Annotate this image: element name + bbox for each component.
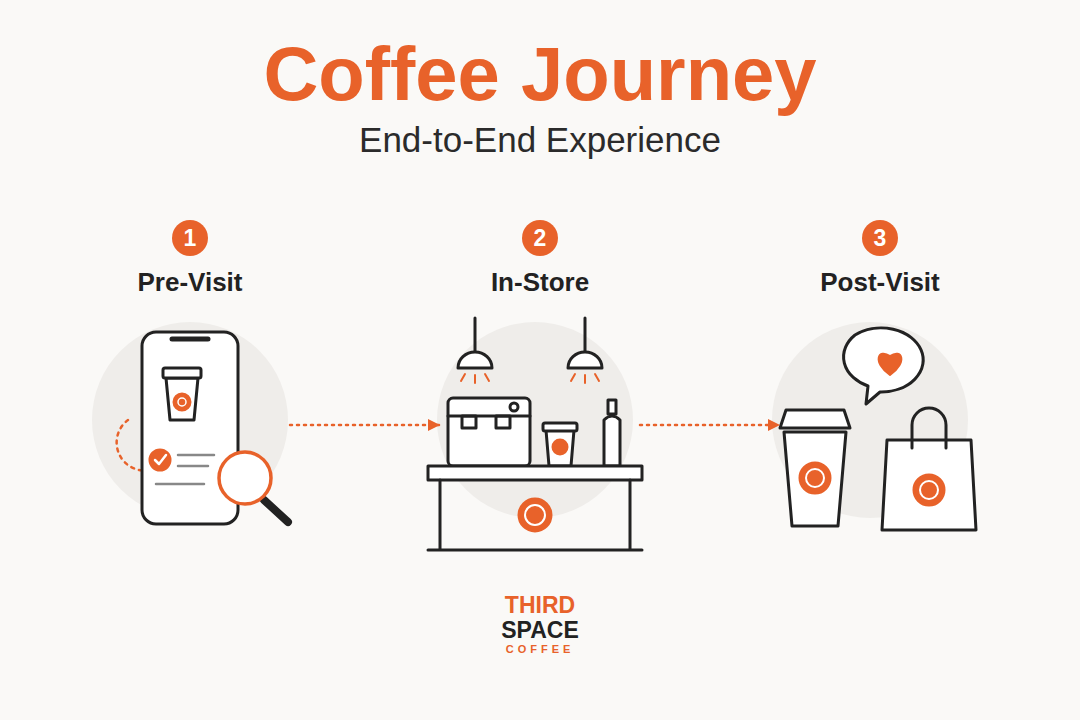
subtitle: End-to-End Experience <box>359 120 721 160</box>
flow-arrow <box>290 424 440 427</box>
store-counter-icon <box>428 318 642 550</box>
diagram-title: Coffee Journey <box>0 32 1080 116</box>
journey-stage: 3Post-Visit <box>780 220 980 540</box>
stage-title: In-Store <box>440 267 640 298</box>
journey-stage: 1Pre-Visit <box>90 220 290 540</box>
logo-word: THIRD <box>505 592 575 618</box>
stage-title: Post-Visit <box>780 267 980 298</box>
step-number: 1 <box>172 220 208 256</box>
stage-backdrop <box>437 322 633 518</box>
phone-icon <box>117 332 288 524</box>
logo-word: COFFEE <box>506 643 575 656</box>
flow-arrow <box>640 424 780 427</box>
step-number: 3 <box>862 220 898 256</box>
stage-title: Pre-Visit <box>90 267 290 298</box>
journey-stage: 2In-Store <box>440 220 640 540</box>
step-number: 2 <box>522 220 558 256</box>
takeaway-icon <box>780 328 976 530</box>
logo-word: SPACE <box>501 617 579 643</box>
